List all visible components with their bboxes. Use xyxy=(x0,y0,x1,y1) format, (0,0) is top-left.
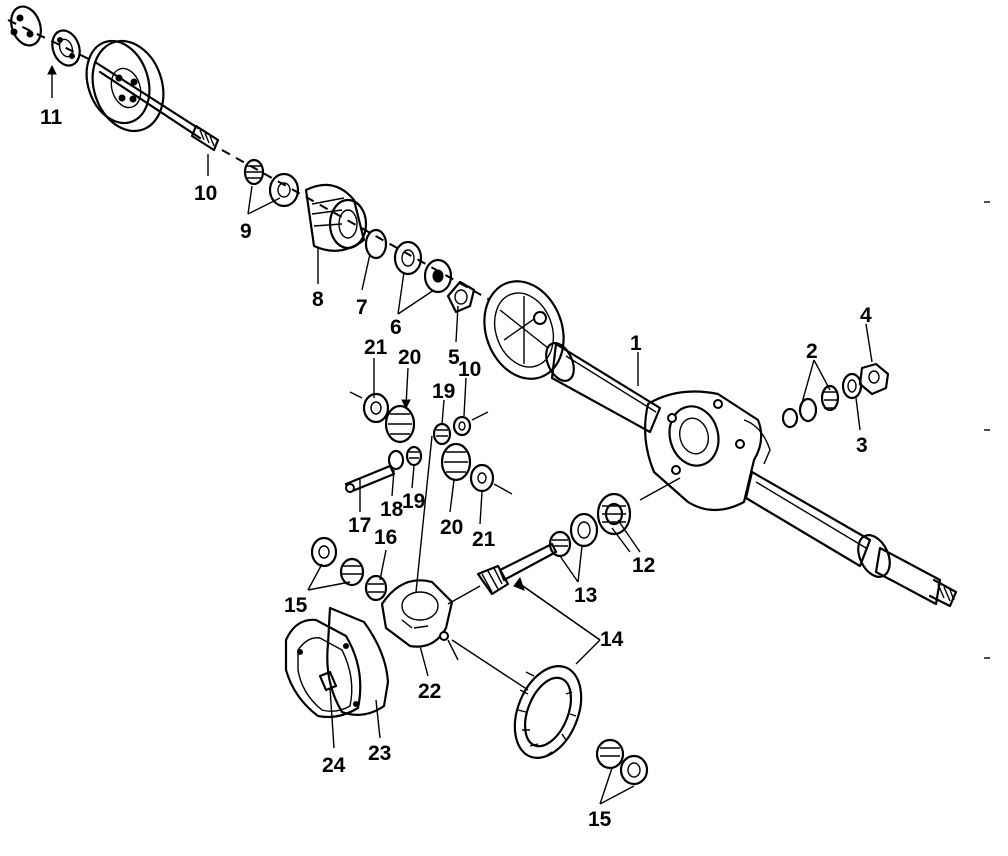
callout-8: 8 xyxy=(312,288,324,311)
callout-5: 5 xyxy=(448,346,460,369)
callout-4: 4 xyxy=(860,304,872,327)
callout-21-bottom: 21 xyxy=(472,528,496,551)
callout-3: 3 xyxy=(856,434,868,457)
callout-6: 6 xyxy=(390,316,402,339)
right-hardware xyxy=(781,362,890,429)
callout-12: 12 xyxy=(632,554,655,577)
callout-17: 17 xyxy=(348,514,371,537)
leader-lines xyxy=(47,64,873,805)
callout-10-mid: 10 xyxy=(458,358,481,381)
edge-marks xyxy=(984,201,990,659)
callout-15-left: 15 xyxy=(284,594,308,617)
callout-19-bottom: 19 xyxy=(402,490,425,513)
axle-shaft-assembly xyxy=(7,5,220,152)
callout-16: 16 xyxy=(374,526,397,549)
side-bearings xyxy=(310,536,388,602)
callout-13: 13 xyxy=(574,584,597,607)
lower-bearings xyxy=(595,738,649,786)
callout-18: 18 xyxy=(380,498,404,521)
callout-24: 24 xyxy=(322,754,346,777)
callout-labels: 11 10 9 8 7 6 5 1 2 3 4 21 20 19 10 17 1… xyxy=(40,106,872,831)
callout-20-bottom: 20 xyxy=(440,516,463,539)
callout-23: 23 xyxy=(368,742,391,765)
callout-20-top: 20 xyxy=(398,346,421,369)
bearing-seal-stack xyxy=(221,149,491,314)
callout-15-bottom: 15 xyxy=(588,808,612,831)
differential-gears xyxy=(344,391,513,495)
pinion-group xyxy=(476,492,632,641)
callout-14: 14 xyxy=(600,628,624,651)
callout-22: 22 xyxy=(418,680,441,703)
differential-case xyxy=(380,579,529,691)
axle-housing xyxy=(545,342,958,608)
cover-and-gasket xyxy=(284,606,390,719)
backing-plate xyxy=(483,280,565,380)
ring-gear xyxy=(513,664,583,760)
callout-19-top: 19 xyxy=(432,380,455,403)
callout-2: 2 xyxy=(806,340,818,363)
callout-9: 9 xyxy=(240,220,252,243)
callout-10-top: 10 xyxy=(194,182,217,205)
callout-7: 7 xyxy=(356,296,368,319)
callout-11: 11 xyxy=(40,106,63,129)
callout-1: 1 xyxy=(630,332,642,355)
callout-21-top: 21 xyxy=(364,336,388,359)
